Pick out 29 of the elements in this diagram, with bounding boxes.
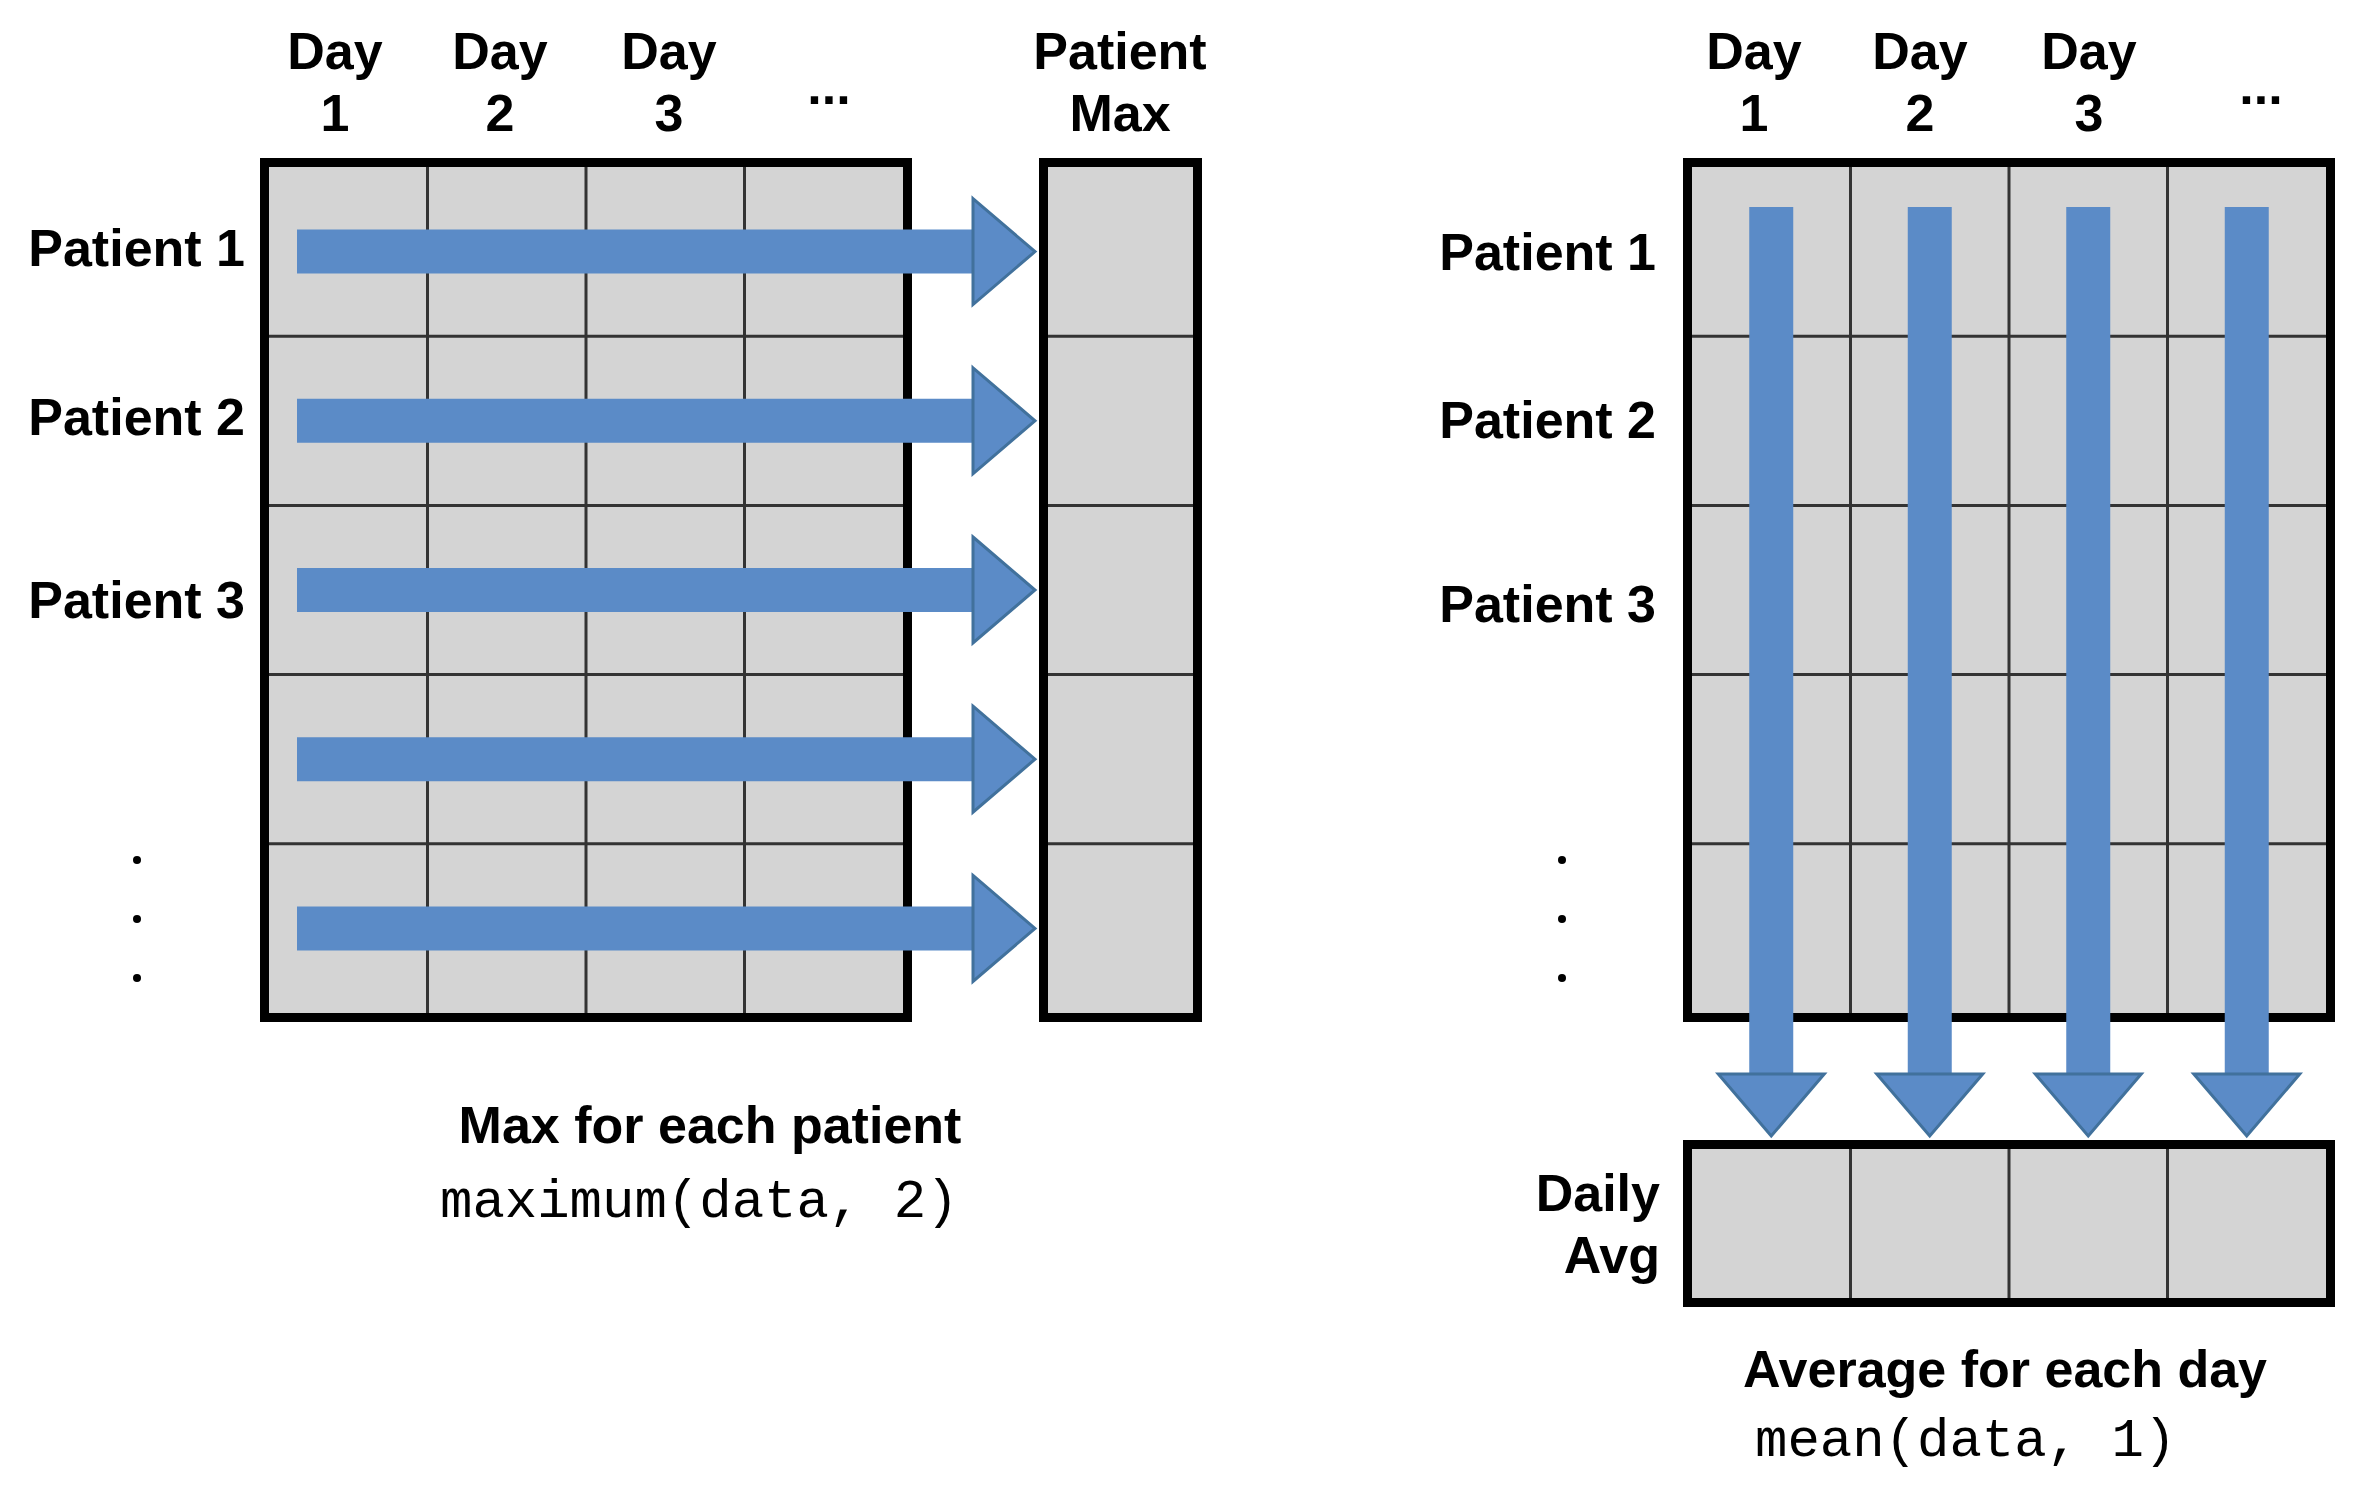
- caption: Max for each patient: [457, 1095, 963, 1156]
- caption: Average for each day: [1741, 1339, 2269, 1400]
- block-arrow: [297, 704, 1037, 814]
- row-heading: Patient 3: [27, 570, 245, 631]
- ellipsis: ...: [806, 56, 852, 117]
- row-heading: Patient 2: [27, 387, 245, 448]
- column-heading: Daily Avg: [1534, 1163, 1660, 1286]
- code-snippet: maximum(data, 2): [440, 1172, 960, 1234]
- block-arrow: [2192, 207, 2302, 1138]
- block-arrow: [297, 197, 1037, 307]
- column-heading: Day 2: [451, 21, 549, 144]
- column-heading: Day 3: [2040, 21, 2138, 144]
- block-arrow: [297, 366, 1037, 476]
- code-snippet: mean(data, 1): [1755, 1411, 2178, 1473]
- block-arrow: [297, 535, 1037, 645]
- column-heading: Patient Max: [1032, 21, 1208, 144]
- row-heading: Patient 2: [1438, 390, 1656, 451]
- column-heading: Day 1: [286, 21, 384, 144]
- ellipsis: ...: [2238, 56, 2284, 117]
- row-heading: Patient 1: [27, 218, 245, 279]
- column-heading: Day 1: [1705, 21, 1803, 144]
- block-arrow: [297, 873, 1037, 983]
- block-arrow: [2033, 207, 2143, 1138]
- column-heading: Day 3: [620, 21, 718, 144]
- row-heading: Patient 3: [1438, 574, 1656, 635]
- row-heading: Patient 1: [1438, 222, 1656, 283]
- block-arrow: [1875, 207, 1985, 1138]
- block-arrow: [1716, 207, 1826, 1138]
- column-heading: Day 2: [1871, 21, 1969, 144]
